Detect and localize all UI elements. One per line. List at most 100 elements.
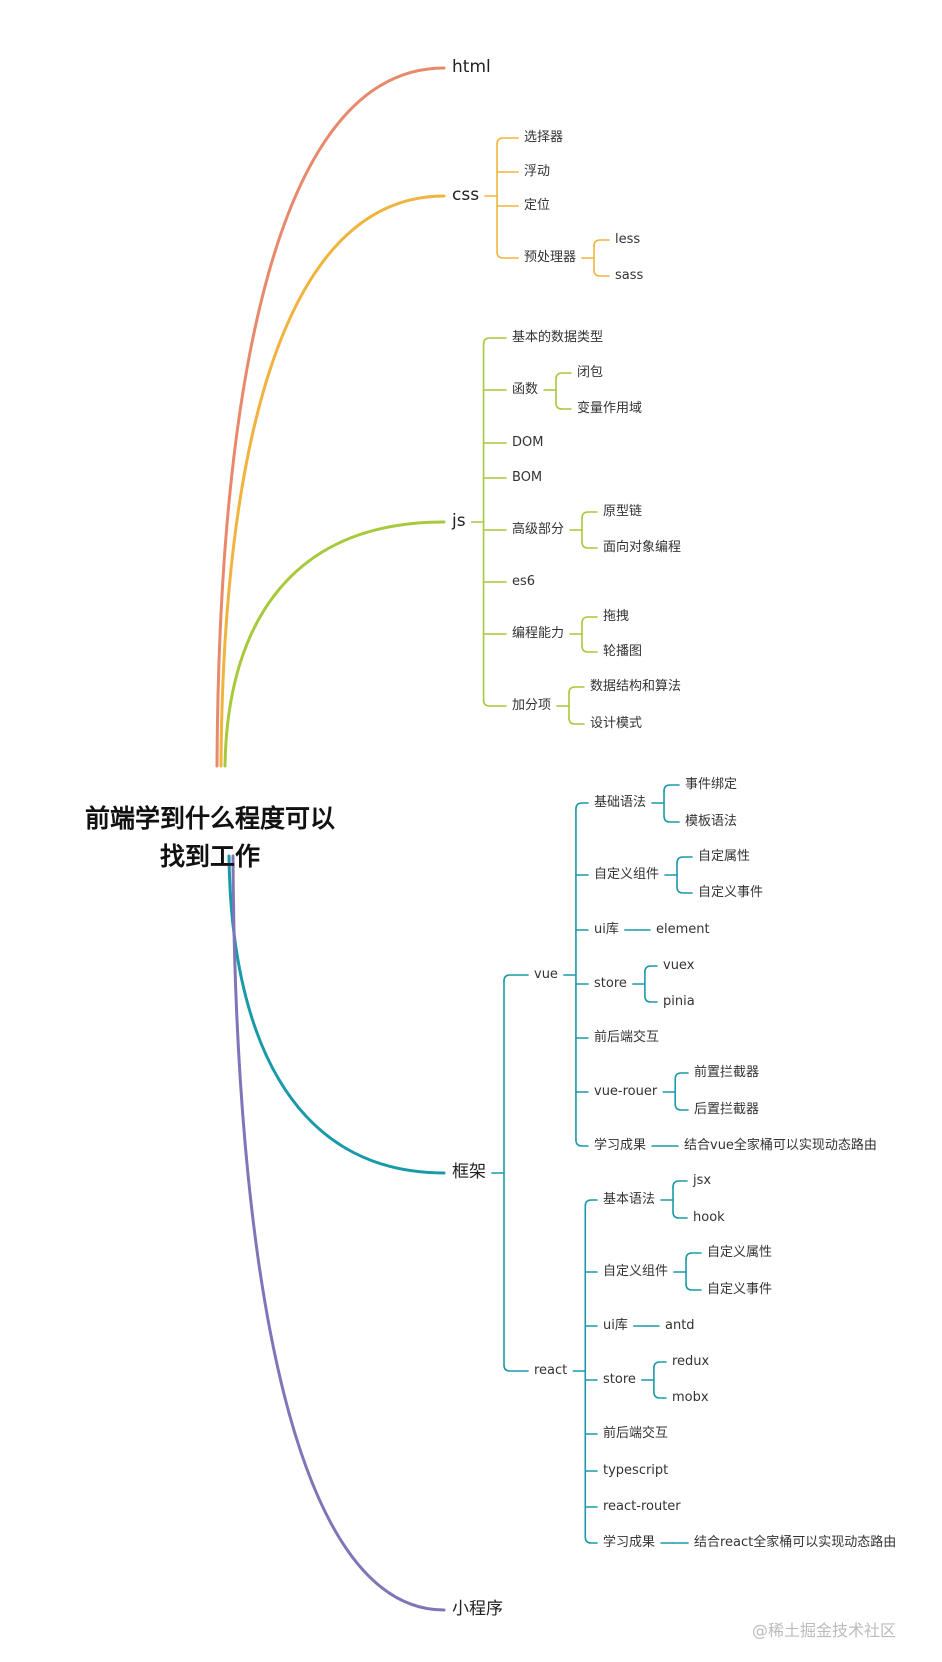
topic-framework-1-3-1[interactable]: mobx bbox=[672, 1389, 709, 1405]
topic-js-2[interactable]: DOM bbox=[512, 434, 544, 450]
topic-framework-1-7-0[interactable]: 结合react全家桶可以实现动态路由 bbox=[694, 1534, 897, 1550]
topic-framework-1-3[interactable]: store bbox=[603, 1371, 636, 1387]
topic-css-2[interactable]: 定位 bbox=[524, 197, 551, 213]
connector-framework-0-5-to-1 bbox=[674, 1103, 689, 1111]
topic-framework-0-6-0[interactable]: 结合vue全家桶可以实现动态路由 bbox=[684, 1137, 877, 1153]
topic-framework-0-6[interactable]: 学习成果 bbox=[594, 1137, 647, 1153]
topic-framework-1-0-0[interactable]: jsx bbox=[693, 1172, 712, 1188]
connector-css-3-to-1 bbox=[593, 269, 610, 277]
topic-framework-0-1[interactable]: 自定义组件 bbox=[594, 866, 660, 882]
topic-framework-0-0-1[interactable]: 模板语法 bbox=[685, 813, 738, 829]
topic-framework-1-2-0[interactable]: antd bbox=[665, 1317, 695, 1333]
topic-css-1[interactable]: 浮动 bbox=[524, 163, 551, 179]
root-topic[interactable]: 前端学到什么程度可以 找到工作 bbox=[60, 800, 360, 876]
connector-framework-0-1-to-1 bbox=[676, 886, 693, 894]
topic-js-6-1[interactable]: 轮播图 bbox=[603, 643, 643, 659]
topic-framework-0-1-0[interactable]: 自定属性 bbox=[698, 848, 751, 864]
topic-js-3[interactable]: BOM bbox=[512, 469, 543, 485]
branch-curve-miniprogram bbox=[231, 854, 446, 1612]
connector-css-to-3 bbox=[496, 251, 519, 259]
connector-framework-1-3-to-1 bbox=[653, 1391, 667, 1399]
connector-framework-0-1-to-0 bbox=[676, 856, 693, 864]
connector-framework-1-to-0 bbox=[584, 1199, 598, 1207]
topic-framework-0-5-1[interactable]: 后置拦截器 bbox=[694, 1101, 760, 1117]
topic-framework-0-3-0[interactable]: vuex bbox=[663, 957, 695, 973]
connector-framework-1-to-7 bbox=[584, 1536, 598, 1544]
topic-framework-1[interactable]: react bbox=[534, 1362, 568, 1378]
topic-framework[interactable]: 框架 bbox=[452, 1161, 486, 1182]
topic-framework-1-4[interactable]: 前后端交互 bbox=[603, 1425, 669, 1441]
connector-js-6-to-0 bbox=[581, 616, 598, 624]
topic-framework-1-3-0[interactable]: redux bbox=[672, 1353, 710, 1369]
branch-curve-css bbox=[219, 194, 446, 768]
topic-framework-0-2-0[interactable]: element bbox=[656, 921, 710, 937]
branch-curve-framework bbox=[227, 854, 446, 1175]
topic-framework-1-0-1[interactable]: hook bbox=[693, 1209, 725, 1225]
connector-js-4-to-1 bbox=[581, 541, 598, 549]
connector-css-to-0 bbox=[496, 137, 519, 145]
topic-js-1[interactable]: 函数 bbox=[512, 381, 539, 397]
topic-js-6[interactable]: 编程能力 bbox=[512, 625, 565, 641]
connector-js-to-0 bbox=[482, 337, 507, 345]
topic-framework-1-7[interactable]: 学习成果 bbox=[603, 1534, 656, 1550]
connector-framework-1-3-to-0 bbox=[653, 1361, 667, 1369]
topic-framework-0-5[interactable]: vue-rouer bbox=[594, 1083, 658, 1099]
topic-js-4-1[interactable]: 面向对象编程 bbox=[603, 539, 682, 555]
topic-framework-1-1[interactable]: 自定义组件 bbox=[603, 1263, 669, 1279]
topic-js-4-0[interactable]: 原型链 bbox=[603, 503, 643, 519]
connector-framework-0-0-to-1 bbox=[663, 815, 680, 823]
topic-framework-1-0[interactable]: 基本语法 bbox=[603, 1191, 656, 1207]
topic-css-0[interactable]: 选择器 bbox=[524, 129, 564, 145]
topic-js-4[interactable]: 高级部分 bbox=[512, 521, 565, 537]
connector-js-4-to-0 bbox=[581, 511, 598, 519]
topic-framework-1-5[interactable]: typescript bbox=[603, 1462, 669, 1478]
root-topic-line-2: 找到工作 bbox=[159, 842, 260, 871]
connector-framework-1-1-to-1 bbox=[685, 1283, 702, 1291]
topic-css-3[interactable]: 预处理器 bbox=[524, 249, 577, 265]
topic-css-3-0[interactable]: less bbox=[615, 231, 641, 247]
connector-framework-to-0 bbox=[503, 974, 529, 982]
topic-js[interactable]: js bbox=[452, 510, 466, 531]
topic-js-1-1[interactable]: 变量作用域 bbox=[577, 400, 643, 416]
topic-js-7-1[interactable]: 设计模式 bbox=[590, 715, 643, 731]
topic-js-5[interactable]: es6 bbox=[512, 573, 536, 589]
topic-framework-0-1-1[interactable]: 自定义事件 bbox=[698, 884, 764, 900]
topic-framework-0-0-0[interactable]: 事件绑定 bbox=[685, 776, 738, 792]
branch-curve-js bbox=[223, 520, 446, 768]
topic-css-3-1[interactable]: sass bbox=[615, 267, 644, 283]
topic-js-7-0[interactable]: 数据结构和算法 bbox=[590, 678, 682, 694]
topic-framework-1-1-1[interactable]: 自定义事件 bbox=[707, 1281, 773, 1297]
topic-miniprogram[interactable]: 小程序 bbox=[452, 1598, 503, 1619]
connector-framework-0-3-to-1 bbox=[644, 995, 658, 1003]
connector-js-1-to-1 bbox=[555, 402, 572, 410]
connector-framework-0-5-to-0 bbox=[674, 1072, 689, 1080]
topic-framework-0-0[interactable]: 基础语法 bbox=[594, 794, 647, 810]
topic-css[interactable]: css bbox=[452, 184, 480, 205]
connector-js-7-to-0 bbox=[568, 686, 585, 694]
connector-js-7-to-1 bbox=[568, 717, 585, 725]
topic-js-0[interactable]: 基本的数据类型 bbox=[512, 329, 604, 345]
connector-js-1-to-0 bbox=[555, 372, 572, 380]
topic-framework-0-2[interactable]: ui库 bbox=[594, 921, 619, 937]
connector-css-3-to-0 bbox=[593, 239, 610, 247]
connector-framework-1-1-to-0 bbox=[685, 1252, 702, 1260]
topic-framework-1-6[interactable]: react-router bbox=[603, 1498, 681, 1514]
topic-framework-0-3-1[interactable]: pinia bbox=[663, 993, 695, 1009]
watermark: @稀土掘金技术社区 bbox=[752, 1621, 897, 1640]
topic-js-1-0[interactable]: 闭包 bbox=[577, 364, 604, 380]
branch-curve-html bbox=[215, 66, 446, 768]
connector-framework-0-3-to-0 bbox=[644, 965, 658, 973]
topic-js-6-0[interactable]: 拖拽 bbox=[603, 608, 630, 624]
topic-html[interactable]: html bbox=[452, 56, 491, 77]
connector-framework-1-0-to-1 bbox=[672, 1211, 688, 1219]
topic-framework-1-1-0[interactable]: 自定义属性 bbox=[707, 1244, 773, 1260]
topic-framework-0-4[interactable]: 前后端交互 bbox=[594, 1029, 660, 1045]
connector-js-to-7 bbox=[482, 699, 507, 707]
topic-framework-1-2[interactable]: ui库 bbox=[603, 1317, 628, 1333]
topic-js-7[interactable]: 加分项 bbox=[512, 697, 552, 713]
connector-framework-0-0-to-0 bbox=[663, 784, 680, 792]
topic-framework-0[interactable]: vue bbox=[534, 966, 558, 982]
topic-framework-0-5-0[interactable]: 前置拦截器 bbox=[694, 1064, 760, 1080]
topic-framework-0-3[interactable]: store bbox=[594, 975, 627, 991]
